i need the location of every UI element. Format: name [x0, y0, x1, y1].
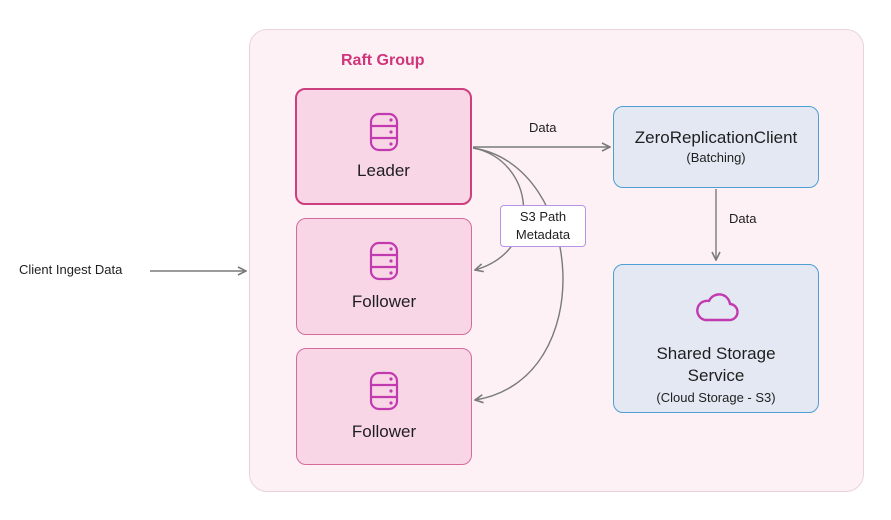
- leader-label: Leader: [357, 161, 410, 180]
- follower-node-1[interactable]: Follower: [296, 218, 472, 335]
- client-ingest-label: Client Ingest Data: [19, 262, 123, 277]
- storage-subtitle: (Cloud Storage - S3): [656, 390, 776, 405]
- replication-client-subtitle: (Batching): [686, 150, 746, 165]
- edge-label-data-top: Data: [529, 120, 557, 135]
- leader-node[interactable]: Leader: [295, 88, 472, 205]
- storage-title-line1: Shared Storage: [656, 344, 776, 363]
- database-icon: [369, 371, 399, 411]
- follower-label-2: Follower: [351, 422, 417, 441]
- shared-storage-service-box[interactable]: Shared Storage Service (Cloud Storage - …: [613, 264, 819, 413]
- cloud-icon: [696, 293, 739, 322]
- s3-metadata-label: S3 Path Metadata: [500, 205, 586, 247]
- storage-title-line2: Service: [687, 366, 745, 385]
- metadata-line1: S3 Path: [519, 209, 567, 224]
- raft-group-title: Raft Group: [341, 52, 425, 69]
- database-icon: [369, 112, 398, 152]
- zero-replication-client-box[interactable]: ZeroReplicationClient (Batching): [613, 106, 819, 188]
- replication-client-title: ZeroReplicationClient: [634, 128, 798, 147]
- follower-label-1: Follower: [351, 292, 417, 311]
- edge-label-data-vertical: Data: [729, 211, 757, 226]
- follower-node-2[interactable]: Follower: [296, 348, 472, 465]
- metadata-line2: Metadata: [515, 227, 571, 242]
- database-icon: [369, 241, 399, 281]
- edge-leader-to-follower-2: [472, 147, 564, 400]
